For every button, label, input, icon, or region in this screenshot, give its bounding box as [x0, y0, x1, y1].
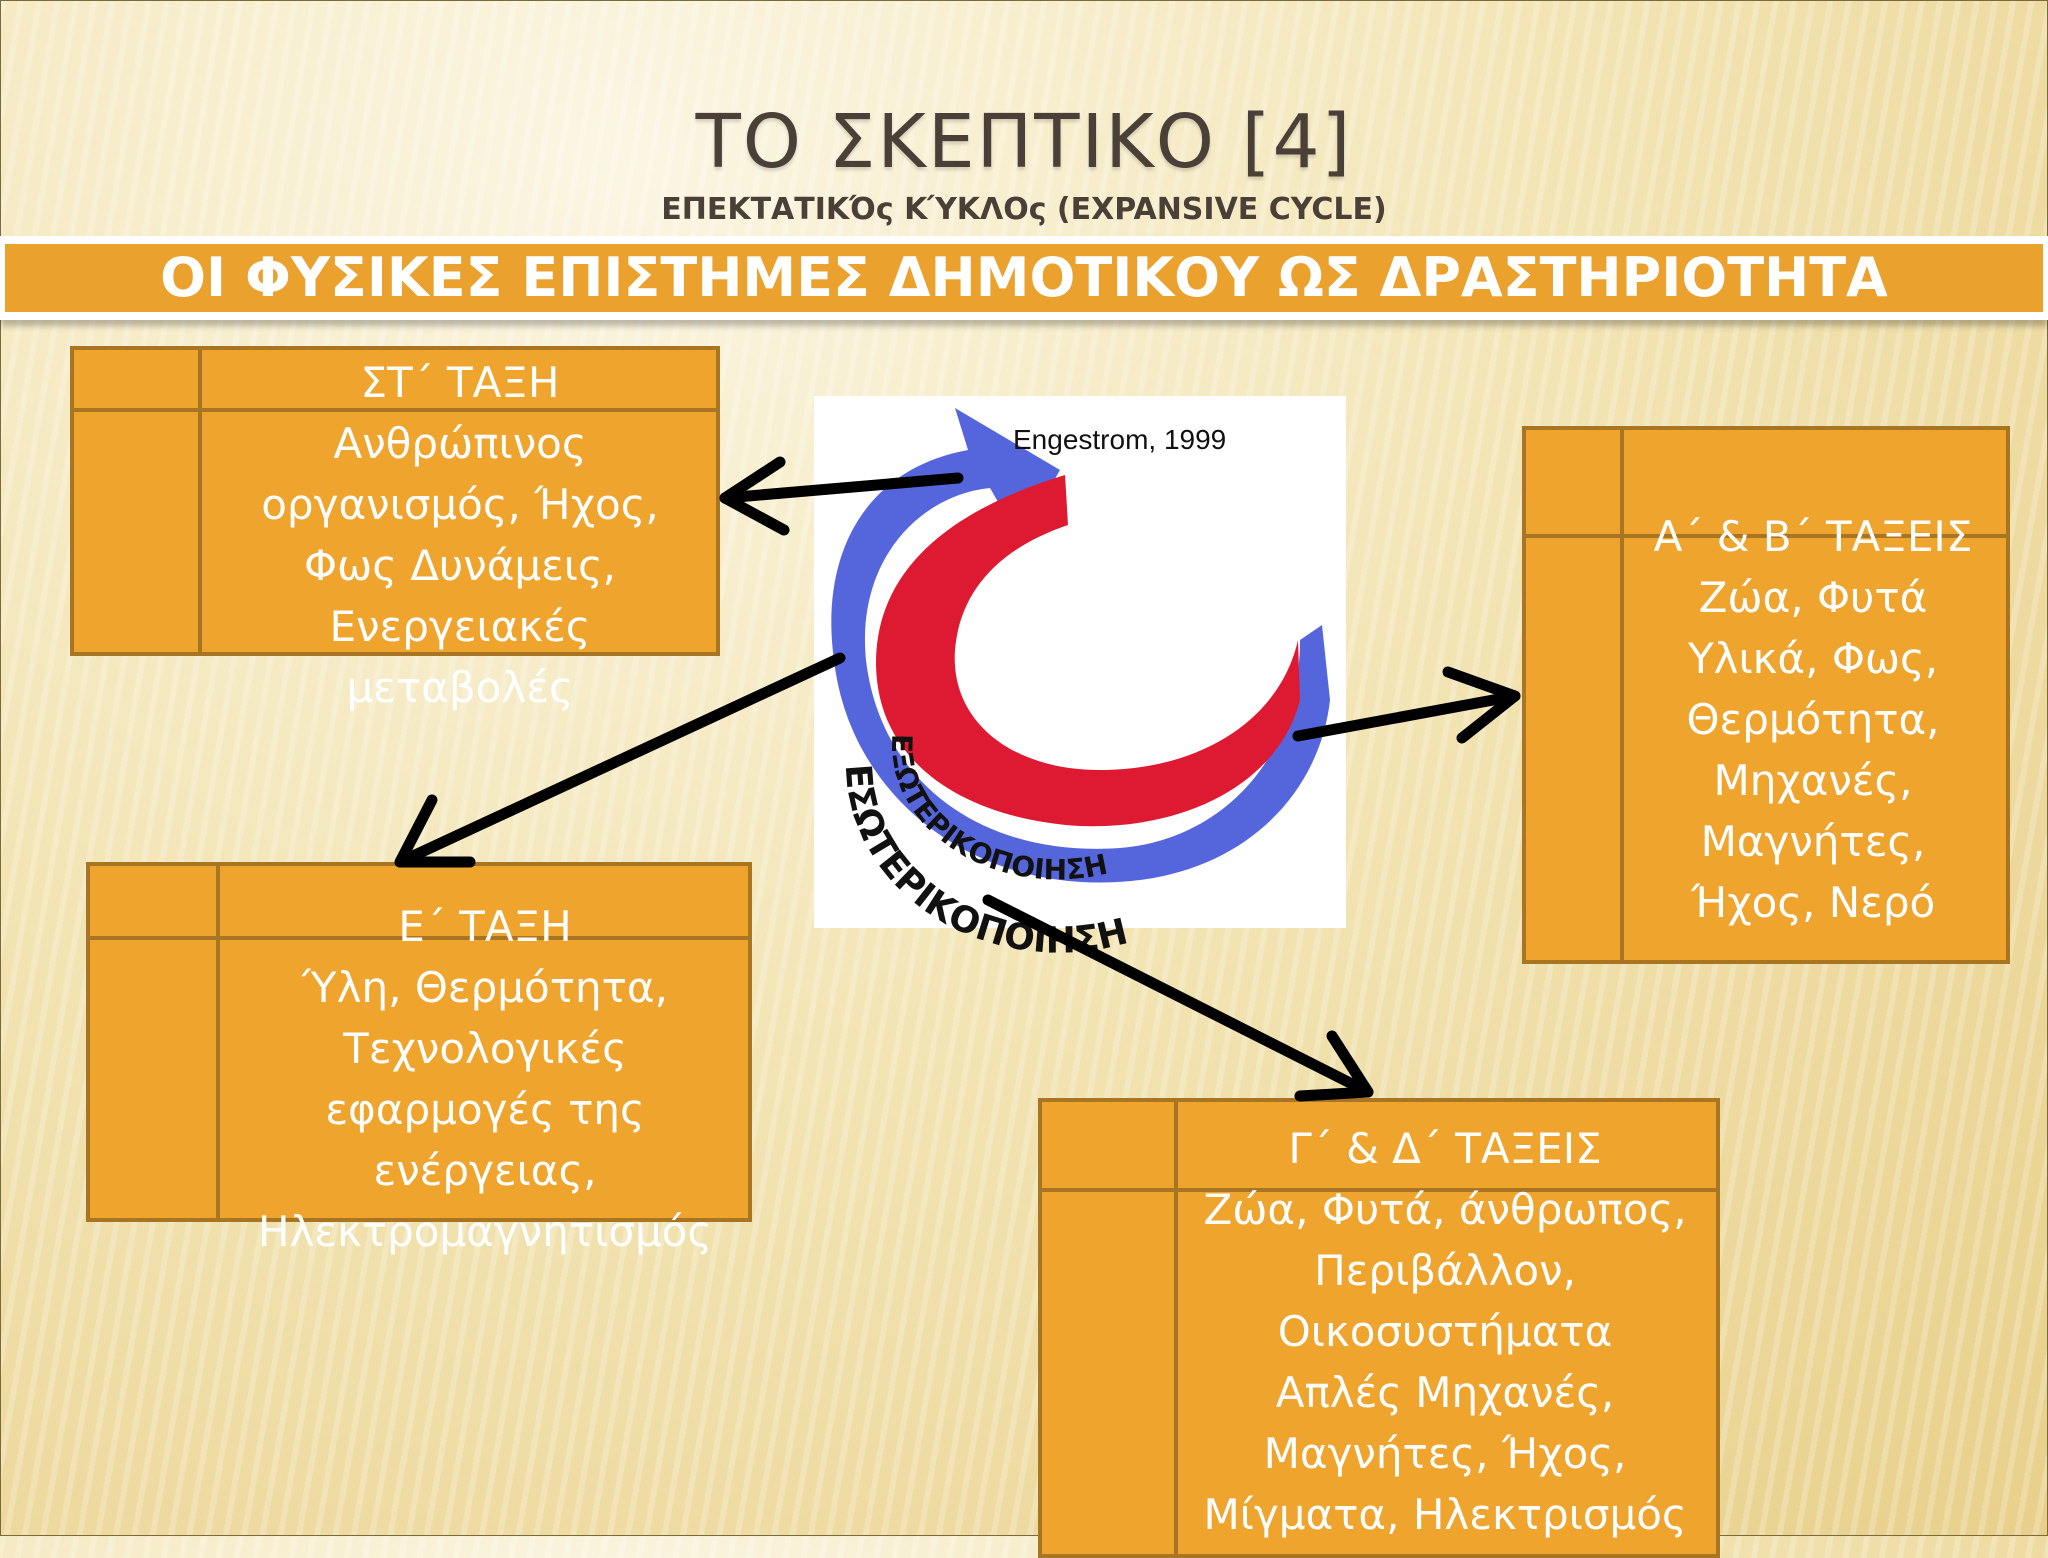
box-grade-gd — [1038, 1098, 1720, 1558]
box-ab-heading: Α΄ & Β΄ ΤΑΞΕΙΣ — [1653, 512, 1973, 561]
box-ab-line-2: Υλικά, Φως, — [1687, 634, 1939, 683]
box-st-line-2: οργανισμός, Ήχος, — [261, 480, 659, 529]
box-ab-line-6: Ήχος, Νερό — [1690, 878, 1936, 927]
box-st-line-3: Φως Δυνάμεις, — [303, 541, 617, 590]
box-grade-e — [86, 862, 752, 1222]
box-grade-ab — [1522, 426, 2010, 964]
arrow-to-gd — [982, 894, 1374, 1098]
box-st-heading: ΣΤ΄ ΤΑΞΗ — [360, 358, 560, 407]
box-ab-line-4: Μηχανές, — [1713, 756, 1913, 805]
box-st-line-4: Ενεργειακές — [329, 602, 591, 651]
box-e-line-4: ενέργειας, — [373, 1146, 597, 1195]
box-grade-st-text: ΣΤ΄ ΤΑΞΗ Ανθρώπινος οργανισμός, Ήχος, Φω… — [230, 352, 690, 718]
arrowhead-gd — [1294, 1030, 1374, 1102]
box-st-line-5: μεταβολές — [346, 663, 574, 712]
box-ab-line-1: Ζώα, Φυτά — [1698, 573, 1928, 622]
box-gd-line-6: Μίγματα, Ηλεκτρισμός — [1203, 1490, 1687, 1539]
box-grade-gd-text: Γ΄ & Δ΄ ΤΑΞΕΙΣ Ζώα, Φυτά, άνθρωπος, Περι… — [1180, 1118, 1710, 1545]
box-grade-ab-text: Α΄ & Β΄ ΤΑΞΕΙΣ Ζώα, Φυτά Υλικά, Φως, Θερ… — [1620, 506, 2006, 933]
box-gd-line-4: Απλές Μηχανές, — [1275, 1368, 1615, 1417]
box-grade-e-text: Ε΄ ΤΑΞΗ Ύλη, Θερμότητα, Τεχνολογικές εφα… — [230, 896, 740, 1262]
box-e-line-3: εφαρμογές της — [325, 1085, 645, 1134]
slide-title: ΤΟ ΣΚΕΠΤΙΚΟ [4] — [695, 99, 1353, 185]
box-gd-line-1: Ζώα, Φυτά, άνθρωπος, — [1203, 1185, 1687, 1234]
box-st-line-1: Ανθρώπινος — [333, 419, 587, 468]
box-ab-line-3: Θερμότητα, — [1686, 695, 1940, 744]
box-gd-line-2: Περιβάλλον, — [1314, 1246, 1576, 1295]
arrowhead-e — [394, 794, 476, 868]
banner-heading: ΟΙ ΦΥΣΙΚΕΣ ΕΠΙΣΤΗΜΕΣ ΔΗΜΟΤΙΚΟΥ ΩΣ ΔΡΑΣΤΗ… — [5, 244, 2043, 312]
arrow-to-st — [719, 472, 964, 504]
arrowhead-st — [719, 456, 790, 536]
arrowhead-ab — [1442, 666, 1521, 744]
box-e-line-1: Ύλη, Θερμότητα, — [302, 963, 668, 1012]
arrow-to-ab — [1292, 690, 1521, 742]
box-ab-line-5: Μαγνήτες, — [1700, 817, 1926, 866]
box-gd-heading: Γ΄ & Δ΄ ΤΑΞΕΙΣ — [1288, 1124, 1602, 1173]
box-e-heading: Ε΄ ΤΑΞΗ — [398, 902, 572, 951]
box-grade-st — [70, 346, 720, 656]
box-gd-line-5: Μαγνήτες, Ήχος, — [1263, 1429, 1627, 1478]
inner-cycle-arrow — [875, 475, 1300, 827]
arrow-to-e — [394, 652, 846, 868]
slide-subtitle: ΕΠΕΚΤΑΤΙΚΌς ΚΎΚΛΟς (EXPANSIVE CYCLE) — [661, 192, 1387, 227]
box-e-line-2: Τεχνολογικές — [343, 1024, 627, 1073]
box-e-line-5: Ηλεκτρομαγνητισμός — [257, 1207, 713, 1256]
citation-label: Engestrom, 1999 — [1013, 424, 1227, 455]
box-gd-line-3: Οικοσυστήματα — [1277, 1307, 1613, 1356]
